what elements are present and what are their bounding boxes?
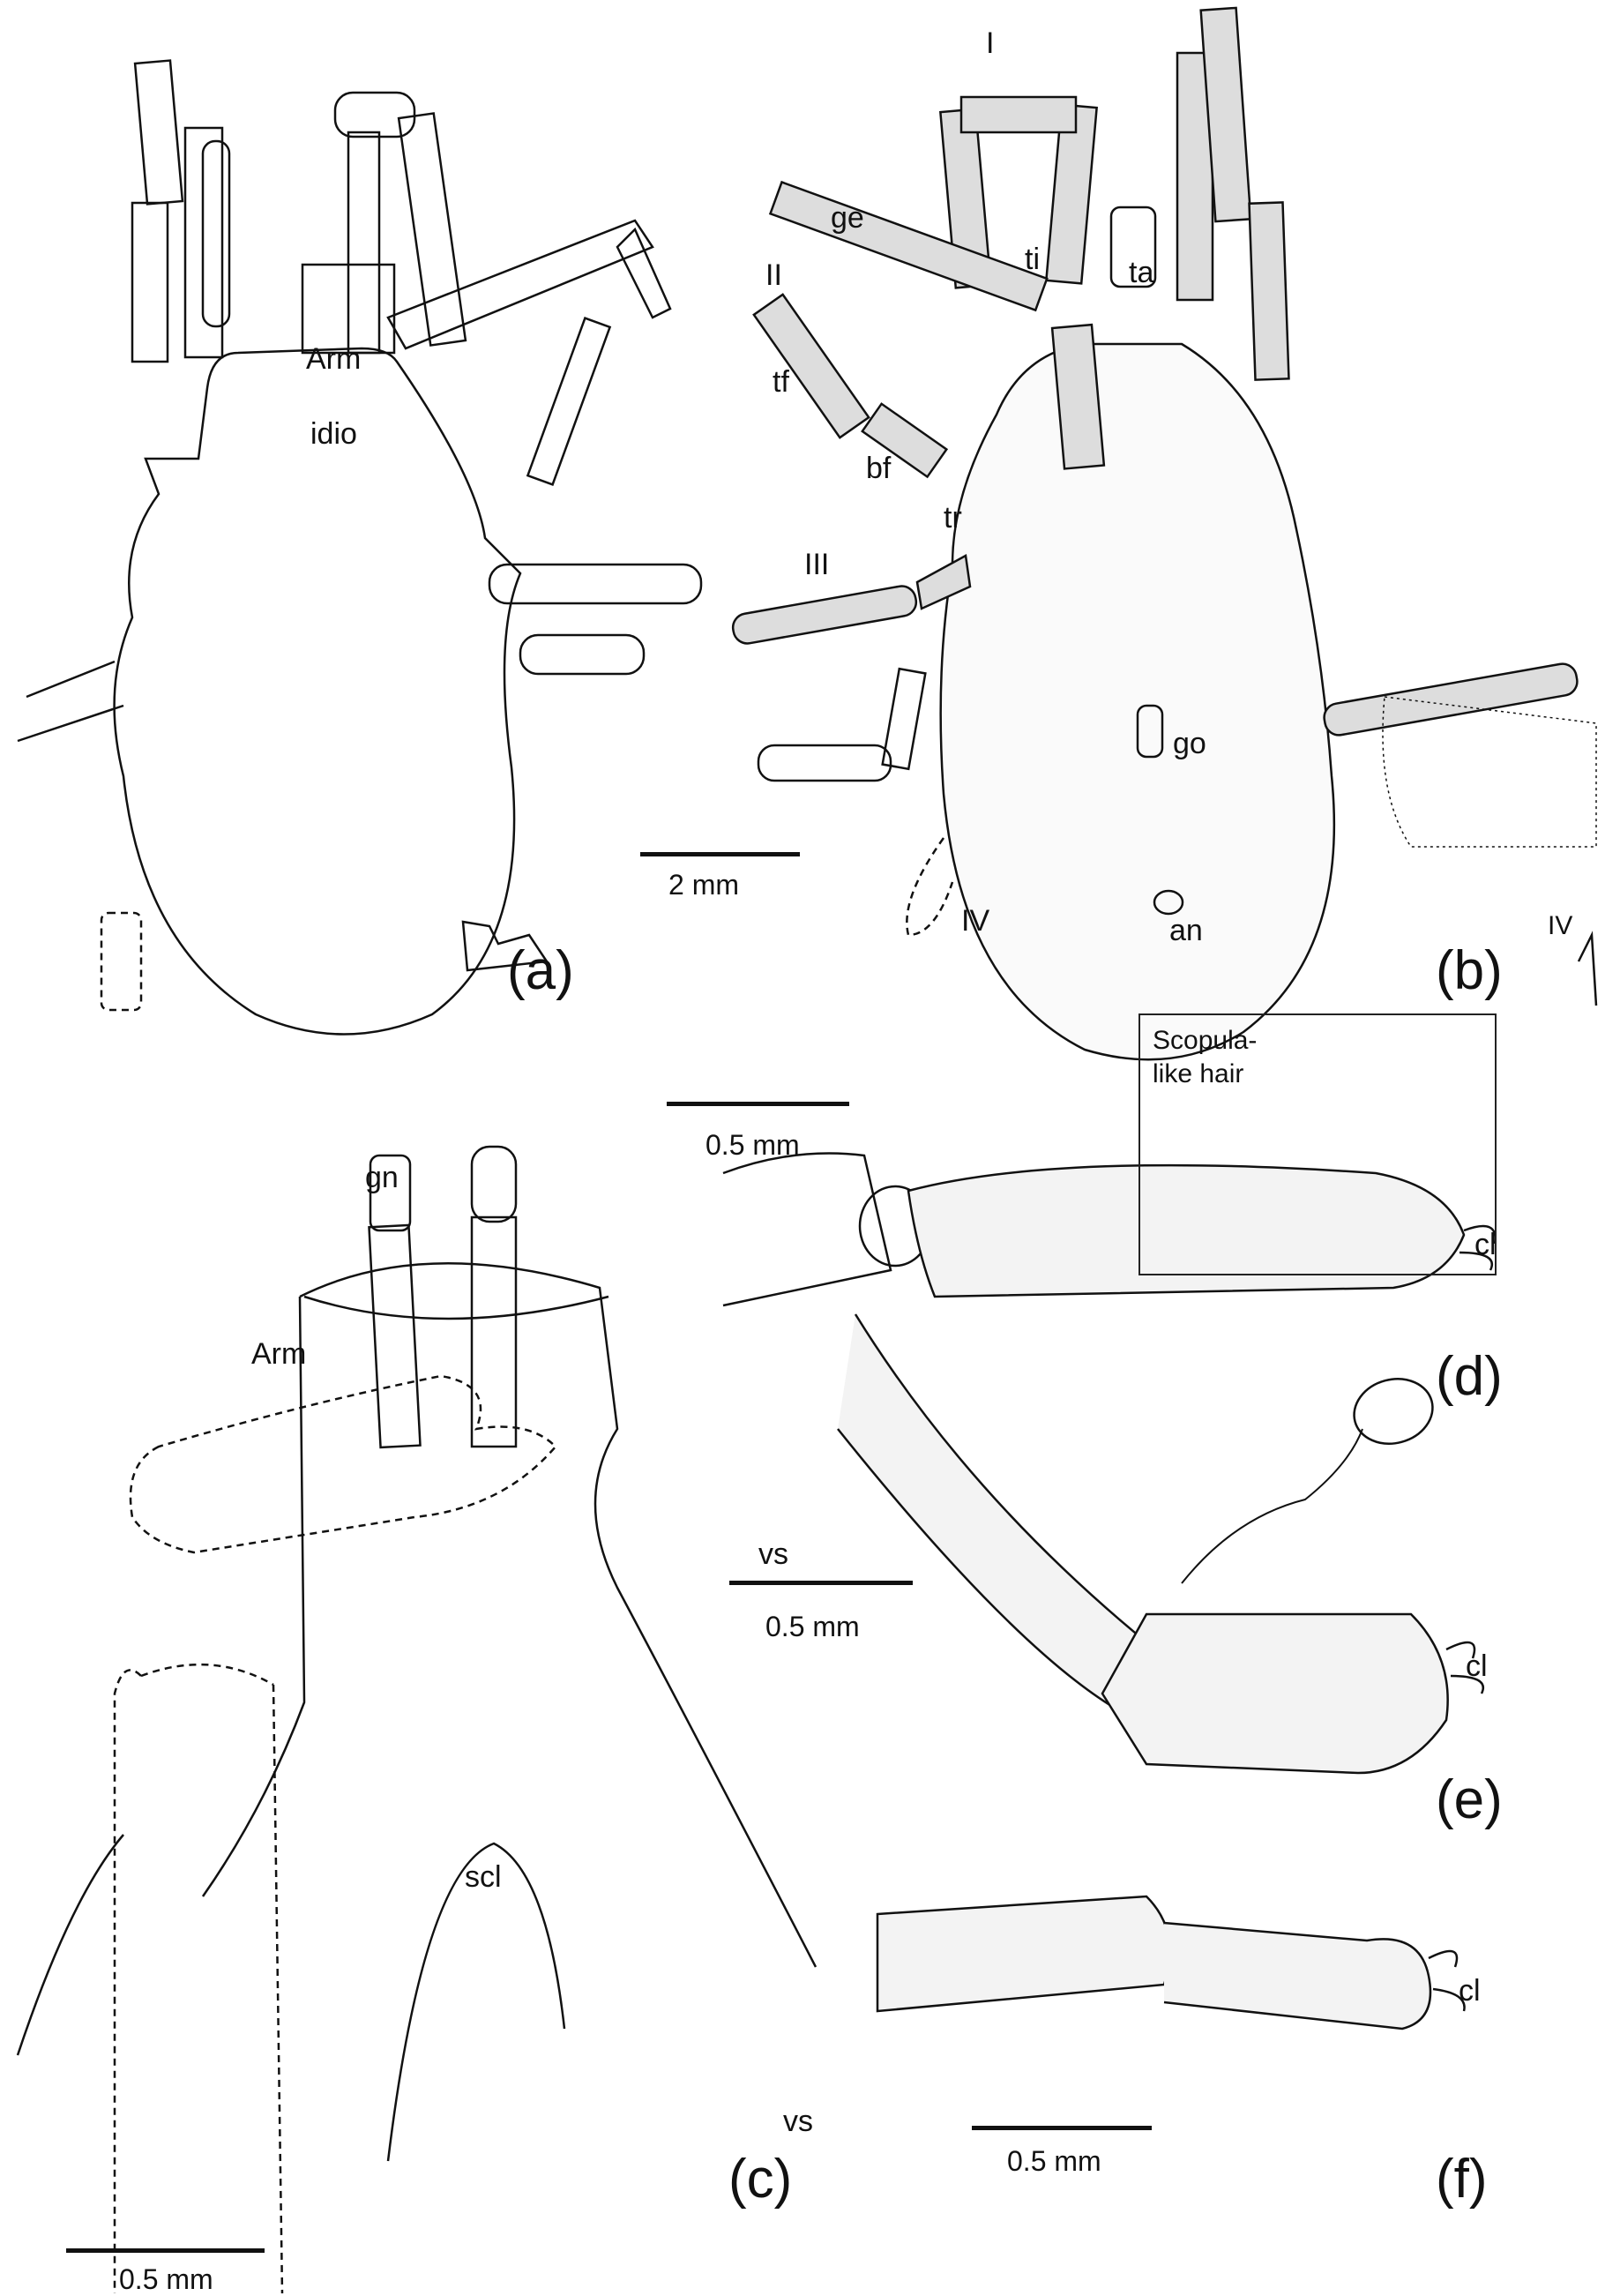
label-ti: ti <box>1025 243 1040 276</box>
label-scl: scl <box>465 1860 502 1894</box>
label-leg-II: II <box>765 258 782 292</box>
scale-bar-e <box>729 1581 913 1585</box>
scale-bar-c <box>66 2248 265 2253</box>
specimen-ventral-view <box>731 6 1598 1061</box>
label-leg-I: I <box>986 26 995 60</box>
label-gn: gn <box>365 1161 399 1194</box>
leg-detail-e <box>837 1313 1484 1775</box>
panel-tag-f: (f) <box>1436 2149 1488 2210</box>
label-bf: bf <box>866 452 892 485</box>
panel-tag-c: (c) <box>728 2149 793 2210</box>
scopula-hair-inset: Scopula-like hair <box>1138 1013 1497 1275</box>
label-vs-f: vs <box>783 2105 813 2138</box>
scale-label-a: 2 mm <box>668 869 739 901</box>
panel-tag-a: (a) <box>507 940 574 1001</box>
arm-tube <box>299 1262 817 1968</box>
leg-detail-f <box>876 1895 1466 2031</box>
scale-label-c: 0.5 mm <box>119 2263 213 2295</box>
label-leg-IV: IV <box>961 904 990 938</box>
label-go: go <box>1173 727 1206 760</box>
inset-caption-line2: like hair <box>1153 1058 1244 1088</box>
ventral-outline <box>939 342 1336 1061</box>
label-leg-III: III <box>804 548 830 581</box>
label-arm-a: Arm <box>306 342 362 376</box>
label-ge: ge <box>831 201 864 235</box>
scale-label-f: 0.5 mm <box>1007 2145 1101 2177</box>
label-cl-f: cl <box>1459 1974 1481 2008</box>
specimen-dorsal-view <box>17 59 703 1036</box>
label-an: an <box>1169 914 1203 947</box>
scale-label-e: 0.5 mm <box>765 1611 860 1642</box>
gnathosoma-detail <box>16 1145 817 2294</box>
label-ta: ta <box>1129 256 1154 289</box>
scale-label-d: 0.5 mm <box>705 1129 800 1161</box>
panel-tag-e: (e) <box>1436 1769 1503 1830</box>
label-vs-e: vs <box>758 1537 788 1571</box>
label-cl-e: cl <box>1466 1649 1488 1683</box>
inset-caption: Scopula-like hair <box>1153 1024 1257 1090</box>
idiosoma-outline <box>113 347 522 1036</box>
panel-tag-d: (d) <box>1436 1346 1503 1407</box>
label-arm-c: Arm <box>251 1337 307 1371</box>
scale-bar-f <box>972 2126 1152 2130</box>
label-cl-d: cl <box>1474 1228 1497 1261</box>
label-tf: tf <box>773 365 789 399</box>
scale-bar-a <box>640 852 800 856</box>
label-idio: idio <box>310 417 357 451</box>
scale-bar-d <box>667 1102 849 1106</box>
label-leg-IV-detail: IV <box>1548 911 1573 940</box>
inset-caption-line1: Scopula- <box>1153 1026 1258 1055</box>
leg-detail-d <box>722 1152 1497 1307</box>
panel-tag-b: (b) <box>1436 940 1503 1001</box>
label-tr: tr <box>944 501 962 535</box>
